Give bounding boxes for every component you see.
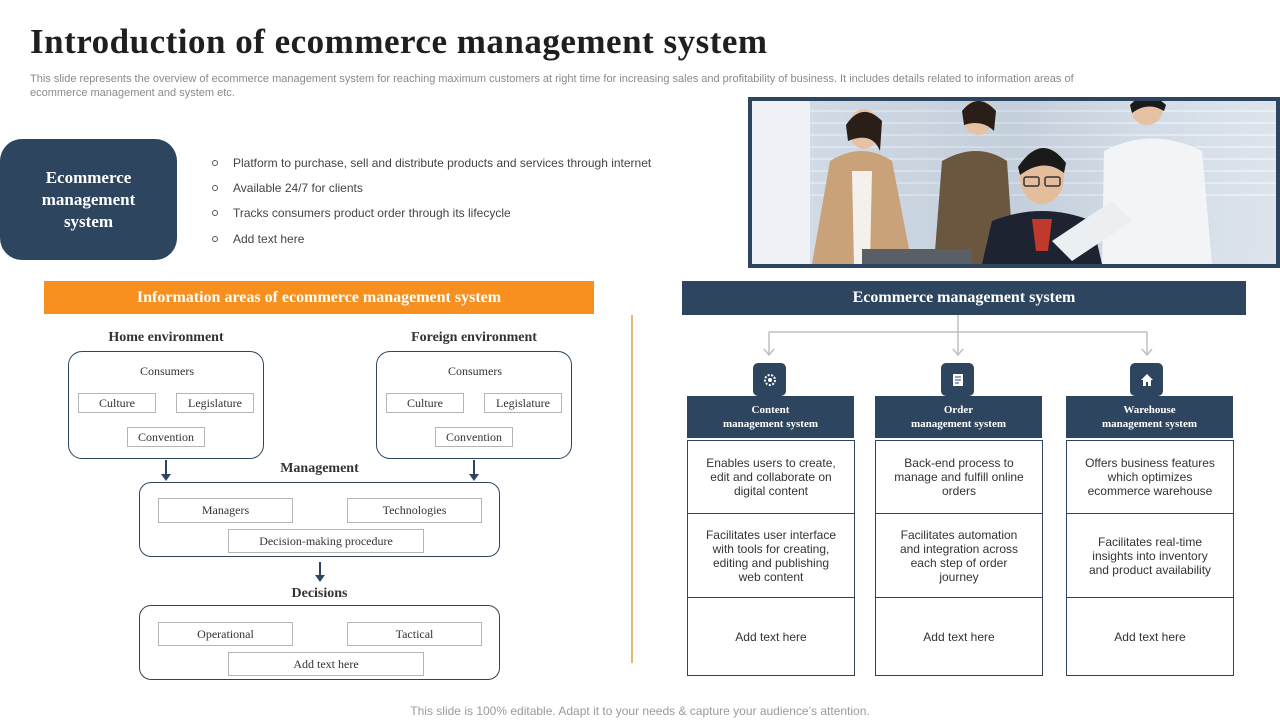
table-cell: Facilitates real-time insights into inve… — [1067, 513, 1233, 597]
warehouse-column-header: Warehouse management system — [1066, 396, 1233, 438]
column-title: Content — [751, 404, 790, 416]
order-column-header: Order management system — [875, 396, 1042, 438]
content-column-table: Enables users to create, edit and collab… — [687, 440, 855, 676]
home-environment-label: Home environment — [108, 330, 224, 345]
footer-note: This slide is 100% editable. Adapt it to… — [410, 704, 870, 718]
list-item-text: Add text here — [233, 231, 305, 246]
table-cell: Facilitates automation and integration a… — [876, 513, 1042, 597]
column-subtitle: management system — [722, 418, 818, 430]
table-cell: Facilitates user interface with tools fo… — [688, 513, 854, 597]
content-column-header: Content management system — [687, 396, 854, 438]
convention-pill: Convention — [435, 427, 513, 447]
bullet-circle-icon — [212, 159, 218, 166]
decision-procedure-pill: Decision-making procedure — [228, 529, 424, 553]
list-item-text: Available 24/7 for clients — [233, 180, 363, 195]
office-people-illustration — [752, 101, 1276, 264]
list-item: Available 24/7 for clients — [212, 175, 712, 200]
system-badge: Ecommerce management system — [0, 139, 177, 260]
team-photo — [748, 97, 1280, 268]
table-cell: Add text here — [1067, 597, 1233, 675]
foreign-environment-label: Foreign environment — [411, 330, 537, 345]
add-text-pill: Add text here — [228, 652, 424, 676]
bullet-circle-icon — [212, 184, 218, 191]
list-item-text: Platform to purchase, sell and distribut… — [233, 155, 652, 170]
legislature-pill: Legislature — [176, 393, 254, 413]
order-document-icon — [941, 363, 974, 396]
column-title: Warehouse — [1123, 404, 1176, 416]
page-title: Introduction of ecommerce management sys… — [30, 22, 768, 61]
table-cell: Offers business features which optimizes… — [1085, 456, 1215, 498]
management-box: Managers Technologies Decision-making pr… — [139, 482, 500, 557]
management-label: Management — [280, 461, 359, 476]
column-title: Order — [943, 404, 974, 416]
content-gear-icon — [753, 363, 786, 396]
home-environment-box: Consumers Culture Legislature Convention — [68, 351, 264, 459]
table-cell: Back-end process to manage and fulfill o… — [894, 456, 1024, 498]
table-cell: Add text here — [688, 597, 854, 675]
operational-pill: Operational — [158, 622, 293, 646]
list-item: Platform to purchase, sell and distribut… — [212, 150, 712, 175]
warehouse-home-icon — [1130, 363, 1163, 396]
order-column-table: Back-end process to manage and fulfill o… — [875, 440, 1043, 676]
list-item: Add text here — [212, 226, 712, 251]
column-subtitle: management system — [910, 418, 1006, 430]
legislature-pill: Legislature — [484, 393, 562, 413]
page-subtitle: This slide represents the overview of ec… — [30, 73, 1074, 99]
foreign-environment-box: Consumers Culture Legislature Convention — [376, 351, 572, 459]
bullet-circle-icon — [212, 235, 218, 242]
decisions-label: Decisions — [291, 586, 348, 601]
system-banner: Ecommerce management system — [682, 281, 1246, 315]
info-areas-banner: Information areas of ecommerce managemen… — [44, 281, 594, 314]
technologies-pill: Technologies — [347, 498, 482, 523]
table-cell: Enables users to create, edit and collab… — [706, 456, 836, 498]
managers-pill: Managers — [158, 498, 293, 523]
decisions-box: Operational Tactical Add text here — [139, 605, 500, 680]
consumers-label: Consumers — [140, 364, 194, 378]
column-subtitle: management system — [1101, 418, 1197, 430]
list-item-text: Tracks consumers product order through i… — [233, 206, 511, 221]
feature-list: Platform to purchase, sell and distribut… — [212, 150, 712, 251]
warehouse-column-table: Offers business features which optimizes… — [1066, 440, 1234, 676]
table-cell: Add text here — [876, 597, 1042, 675]
convention-pill: Convention — [127, 427, 205, 447]
culture-pill: Culture — [78, 393, 156, 413]
consumers-label: Consumers — [448, 364, 502, 378]
culture-pill: Culture — [386, 393, 464, 413]
tactical-pill: Tactical — [347, 622, 482, 646]
bullet-circle-icon — [212, 210, 218, 217]
list-item: Tracks consumers product order through i… — [212, 201, 712, 226]
